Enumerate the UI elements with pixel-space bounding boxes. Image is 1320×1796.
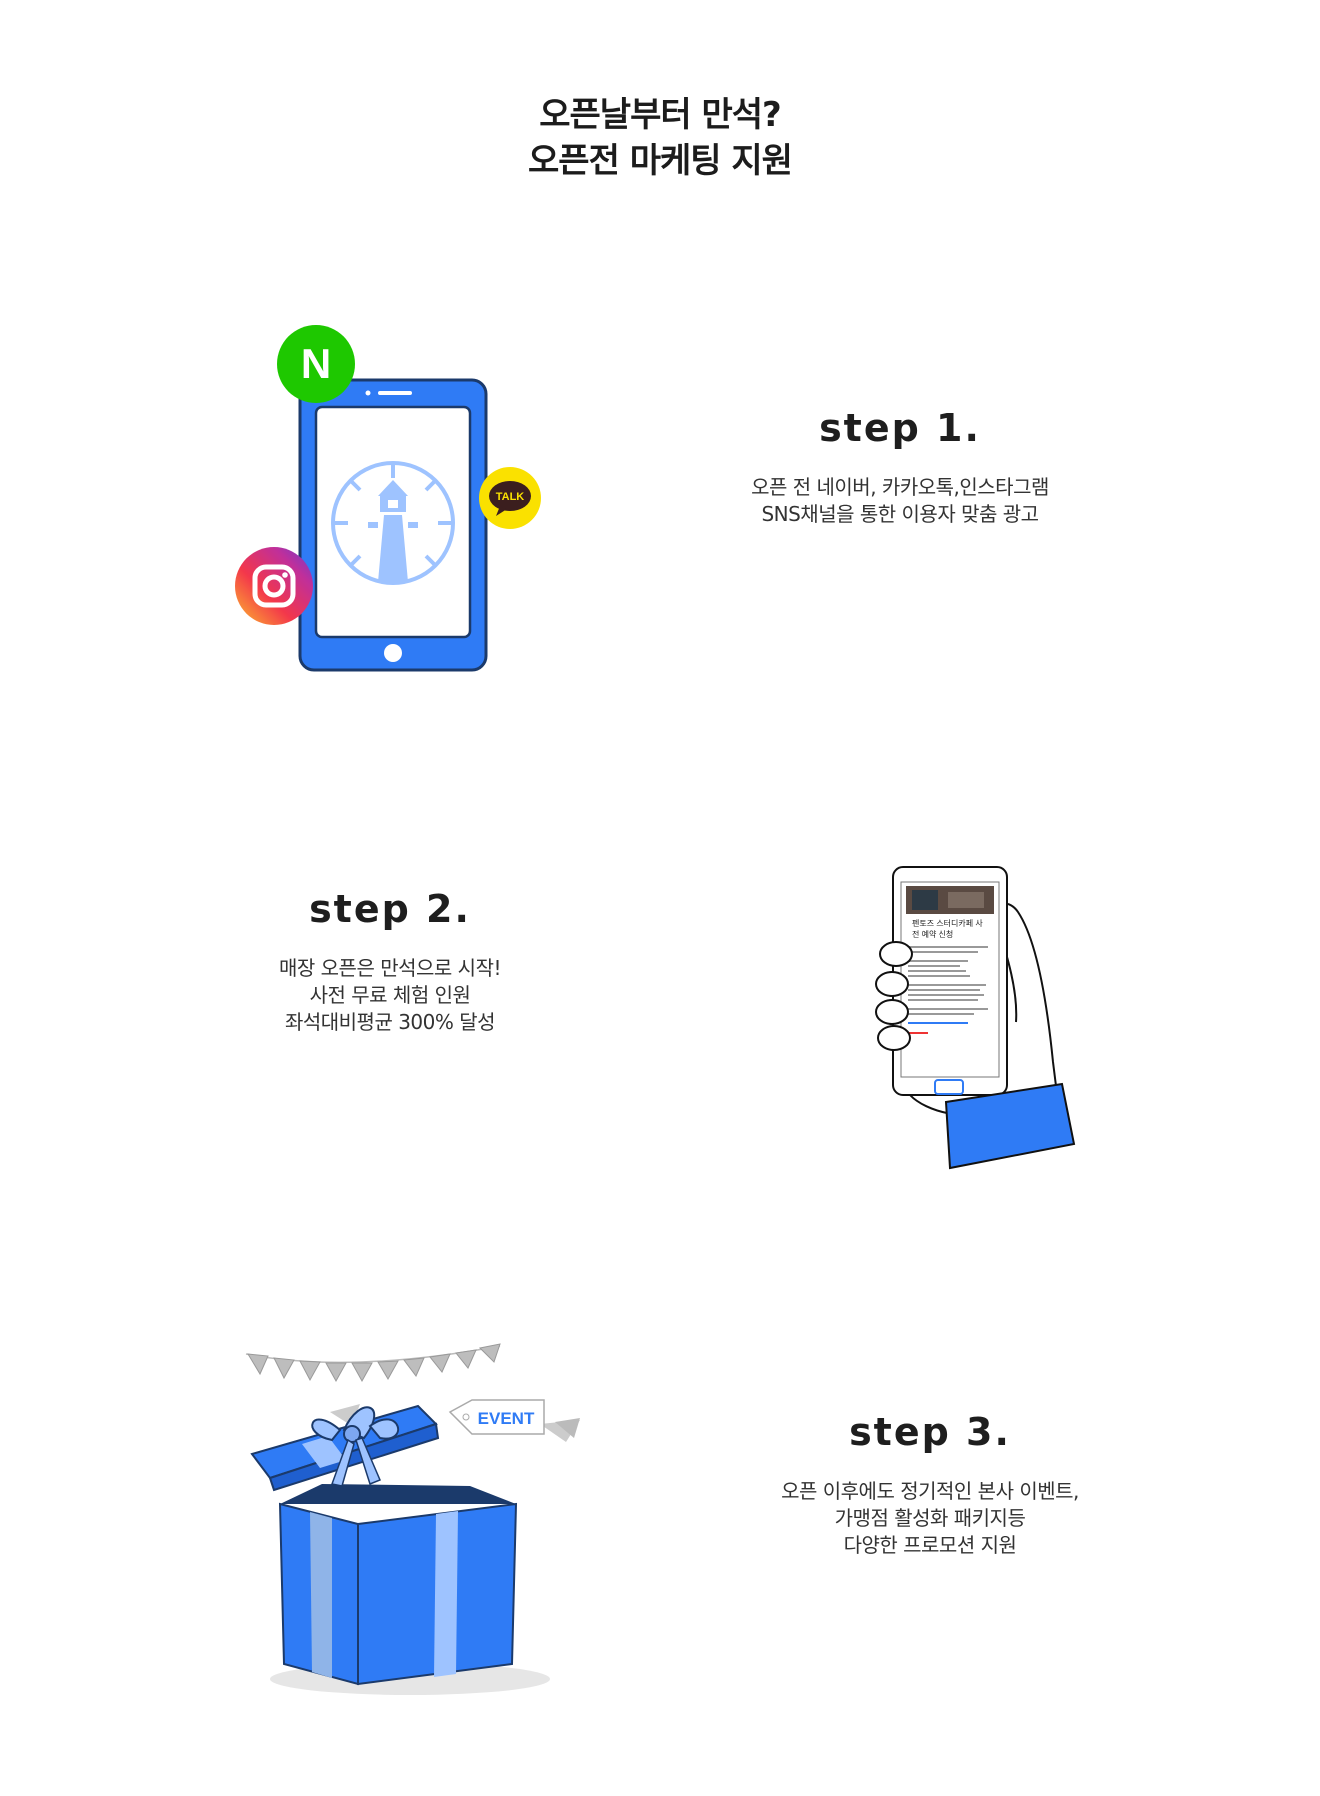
page-title: 오픈날부터 만석? 오픈전 마케팅 지원 [0, 92, 1320, 184]
step-3-line-1: 오픈 이후에도 정기적인 본사 이벤트, [781, 1479, 1079, 1503]
svg-text:전 예약 신청: 전 예약 신청 [912, 929, 953, 939]
step-2-line-1: 매장 오픈은 만석으로 시작! [279, 956, 502, 980]
event-tag-text: EVENT [478, 1409, 535, 1428]
step-2-line-3: 좌석대비평균 300% 달성 [284, 1010, 496, 1034]
step-2-description: 매장 오픈은 만석으로 시작! 사전 무료 체험 인원 좌석대비평균 300% … [220, 955, 560, 1036]
kakao-badge-text: TALK [496, 491, 525, 503]
title-line-2: 오픈전 마케팅 지원 [528, 141, 793, 181]
step-2-line-2: 사전 무료 체험 인원 [309, 983, 471, 1007]
step-3-description: 오픈 이후에도 정기적인 본사 이벤트, 가맹점 활성화 패키지등 다양한 프로… [740, 1478, 1120, 1559]
kakaotalk-icon: TALK [478, 466, 542, 530]
step-1-line-1: 오픈 전 네이버, 카카오톡,인스타그램 [751, 475, 1049, 499]
instagram-icon [234, 546, 314, 626]
naver-icon: N [276, 324, 356, 404]
title-line-1: 오픈날부터 만석? [539, 95, 782, 135]
svg-text:펜토즈 스터디카페 사: 펜토즈 스터디카페 사 [912, 918, 983, 928]
step-3-line-3: 다양한 프로모션 지원 [843, 1533, 1017, 1557]
sns-phone-illustration [228, 320, 548, 675]
step-3-label: step 3. [849, 1410, 1011, 1454]
step-3-block: step 3. 오픈 이후에도 정기적인 본사 이벤트, 가맹점 활성화 패키지… [740, 1410, 1120, 1559]
step-1-block: step 1. 오픈 전 네이버, 카카오톡,인스타그램 SNS채널을 통한 이… [720, 406, 1080, 528]
step-1-line-2: SNS채널을 통한 이용자 맞춤 광고 [761, 502, 1039, 526]
gift-box-illustration: EVENT [240, 1334, 592, 1702]
naver-badge-letter: N [301, 340, 331, 387]
step-2-label: step 2. [309, 887, 471, 931]
step-1-description: 오픈 전 네이버, 카카오톡,인스타그램 SNS채널을 통한 이용자 맞춤 광고 [720, 474, 1080, 528]
step-3-line-2: 가맹점 활성화 패키지등 [834, 1506, 1026, 1530]
step-2-block: step 2. 매장 오픈은 만석으로 시작! 사전 무료 체험 인원 좌석대비… [220, 887, 560, 1036]
hand-phone-illustration: 펜토즈 스터디카페 사 전 예약 신청 [868, 862, 1088, 1192]
step-1-label: step 1. [819, 406, 981, 450]
